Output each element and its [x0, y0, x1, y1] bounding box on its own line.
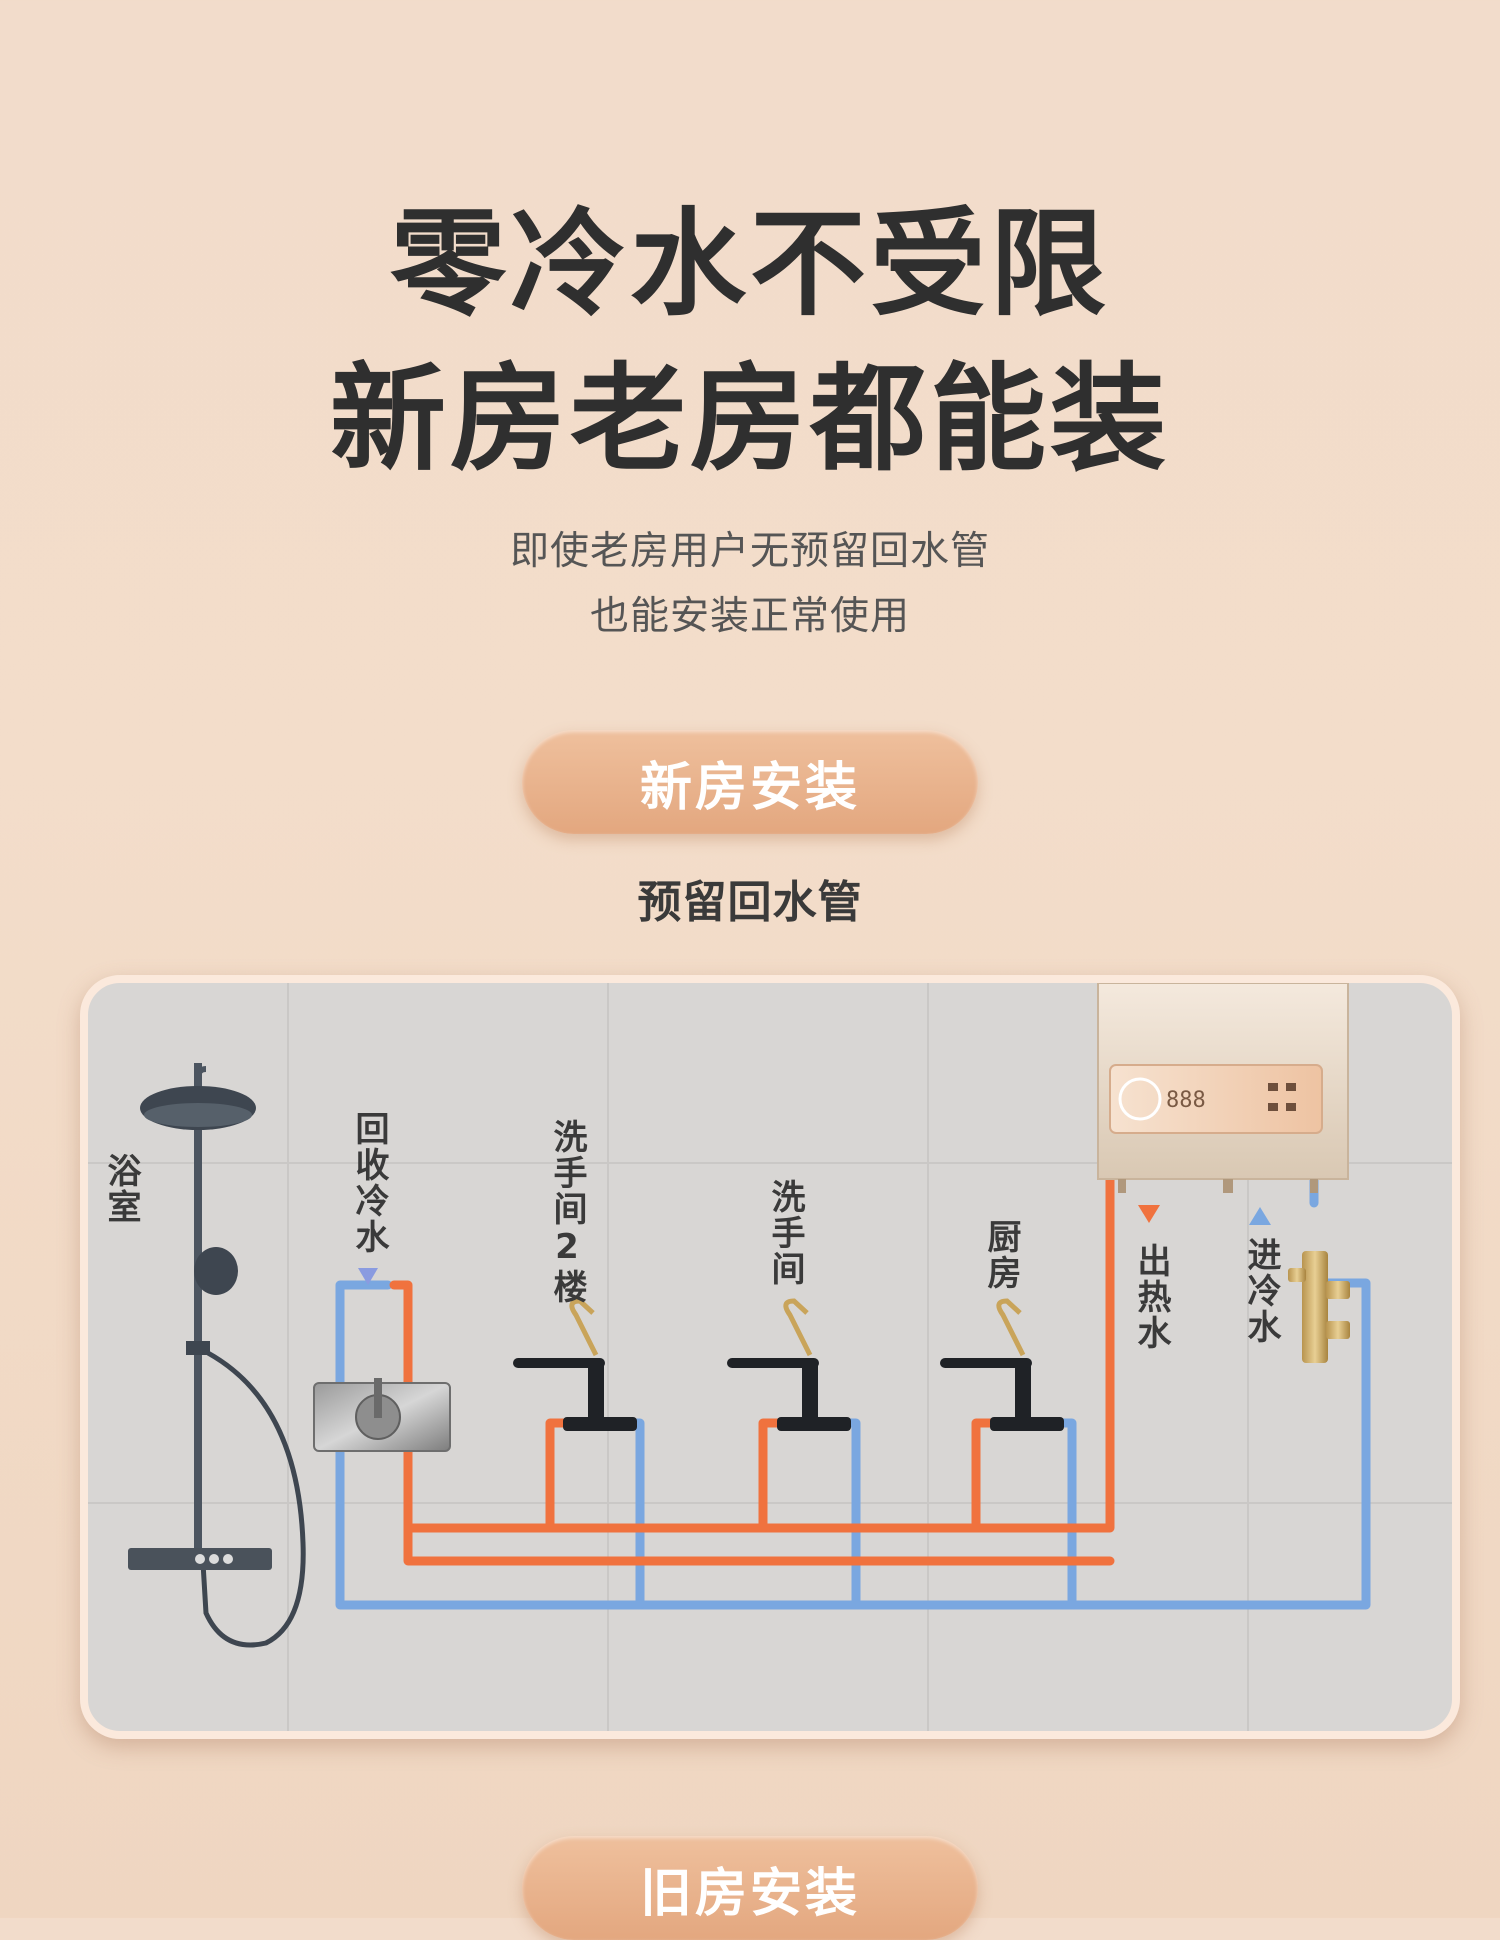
- label-washroom: 洗手间: [765, 1179, 805, 1287]
- mixing-valve-icon: [313, 1378, 451, 1452]
- headline-line-1: 零冷水不受限: [390, 197, 1110, 332]
- faucet-icon-washroom: [727, 1298, 851, 1431]
- headline-line-2: 新房老房都能装: [330, 352, 1170, 487]
- old-house-install-badge: 旧房安装: [522, 1836, 978, 1940]
- plumbing-diagram-panel: 888 浴室 回收冷水 洗手间2楼 洗手间 厨房 出热水 进冷水: [80, 975, 1460, 1739]
- new-house-install-badge: 新房安装: [522, 730, 978, 834]
- label-washroom-2f: 洗手间2楼: [547, 1119, 587, 1305]
- label-cold-water-in: 进冷水: [1241, 1237, 1281, 1345]
- subtitle-line-2: 也能安装正常使用: [589, 594, 910, 639]
- svg-text:888: 888: [1166, 1088, 1206, 1113]
- label-hot-water-out: 出热水: [1131, 1243, 1171, 1351]
- hot-out-arrow-icon: [1138, 1205, 1160, 1223]
- plumbing-diagram: 888: [88, 983, 1452, 1731]
- cold-in-arrow-icon: [1249, 1207, 1271, 1225]
- subtitle-line-1: 即使老房用户无预留回水管: [509, 529, 990, 574]
- water-heater: 888: [1097, 983, 1349, 1193]
- faucet-icon-kitchen: [940, 1298, 1064, 1431]
- label-recycle-cold-water: 回收冷水: [349, 1111, 389, 1255]
- label-bathroom: 浴室: [101, 1153, 141, 1225]
- label-kitchen: 厨房: [981, 1219, 1021, 1291]
- faucet-icon-washroom-2f: [513, 1298, 637, 1431]
- brass-manifold-icon: [1288, 1251, 1350, 1363]
- cold-return-arrow-icon: [358, 1268, 378, 1285]
- shower-system: [128, 1063, 306, 1648]
- reserved-return-pipe-caption: 预留回水管: [637, 877, 863, 928]
- cold-water-pipes: [335, 1153, 1371, 1610]
